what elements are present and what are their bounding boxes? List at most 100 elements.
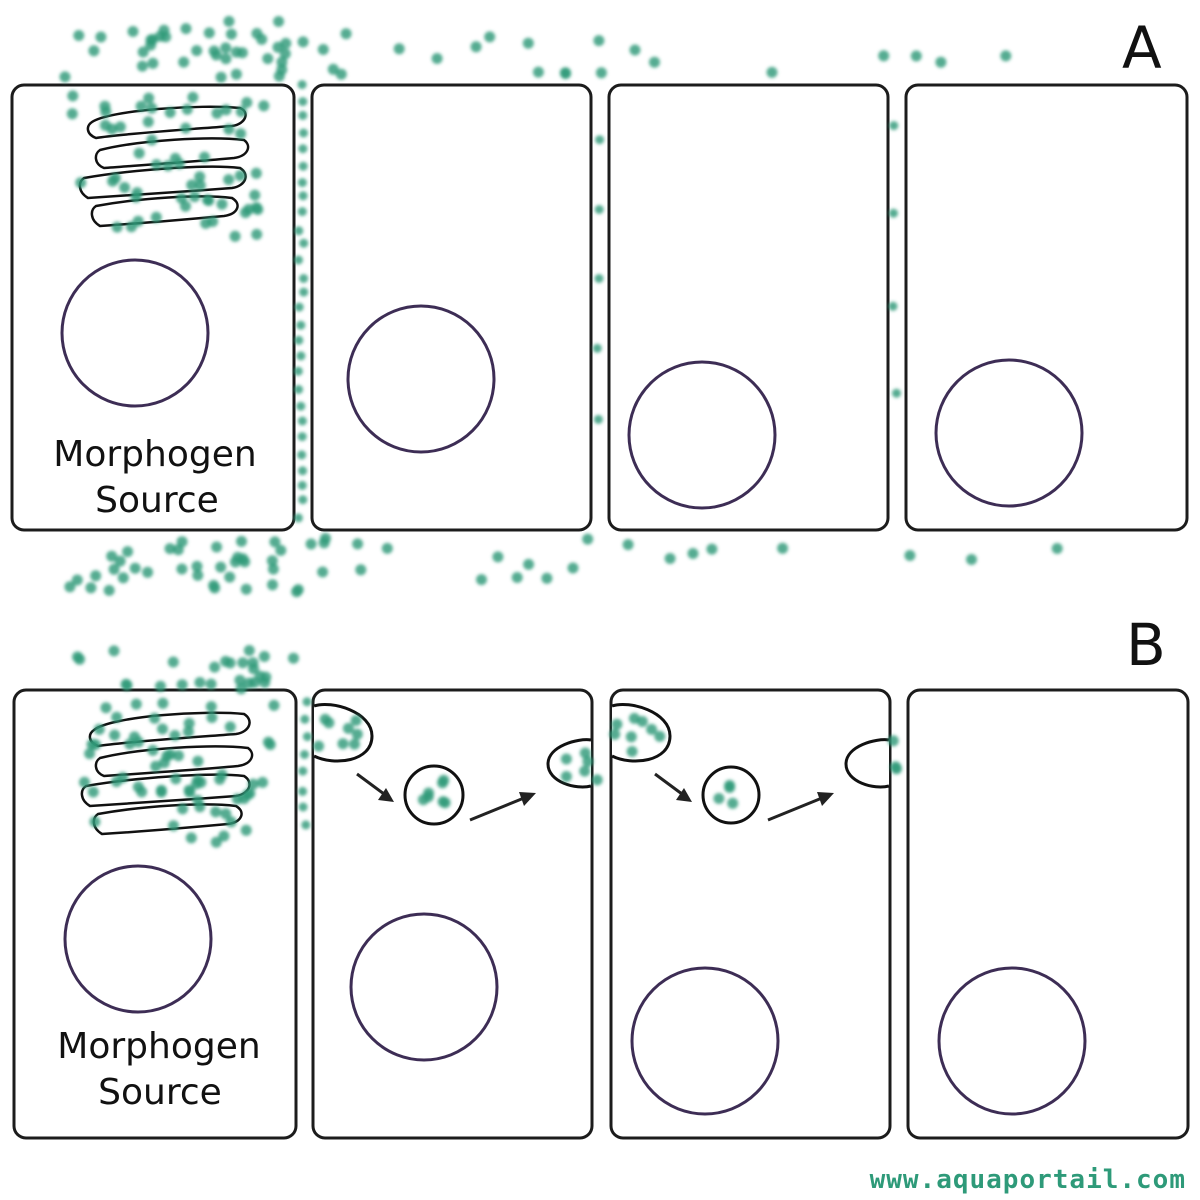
- morphogen-particle: [108, 645, 120, 657]
- morphogen-particle: [337, 738, 349, 750]
- vesicle-b2: [403, 764, 465, 826]
- morphogen-particle: [579, 747, 591, 759]
- morphogen-particle: [327, 63, 339, 75]
- morphogen-particle: [236, 47, 248, 59]
- morphogen-particle: [180, 200, 191, 212]
- morphogen-particle: [560, 68, 572, 80]
- arrow-b3-in: [654, 772, 683, 796]
- morphogen-particle: [67, 90, 79, 102]
- morphogen-particle: [275, 544, 287, 556]
- morphogen-particles-b: [72, 645, 902, 848]
- morphogen-particle: [142, 116, 154, 128]
- morphogen-particle: [172, 544, 184, 556]
- morphogen-particle: [114, 555, 126, 567]
- morphogen-particle: [511, 572, 523, 583]
- morphogen-particle: [194, 677, 206, 688]
- morphogen-particle: [241, 97, 253, 108]
- morphogen-particle: [135, 100, 147, 112]
- morphogen-particle: [210, 806, 222, 818]
- morphogen-particle: [124, 738, 136, 750]
- morphogen-particle: [249, 189, 261, 201]
- morphogen-particle: [350, 715, 362, 726]
- morphogen-particle: [258, 100, 270, 112]
- morphogen-particle: [611, 718, 623, 730]
- morphogen-particle: [130, 191, 142, 203]
- morphogen-particle: [777, 542, 789, 554]
- morphogen-particle: [225, 816, 237, 828]
- morphogen-particle: [210, 836, 222, 848]
- morphogen-particle: [240, 824, 252, 836]
- morphogen-particle: [151, 159, 162, 171]
- morphogen-particle: [234, 170, 246, 182]
- morphogen-particle: [183, 717, 195, 729]
- morphogen-particle: [595, 135, 605, 145]
- transport-arrows: [356, 772, 834, 822]
- morphogen-particle: [935, 56, 947, 68]
- morphogen-particle: [189, 191, 201, 203]
- morphogen-particle: [299, 128, 308, 138]
- morphogen-particle: [904, 550, 916, 561]
- morphogen-particle: [269, 536, 281, 548]
- morphogen-particle: [103, 584, 115, 596]
- morphogen-particle: [267, 563, 279, 575]
- morphogen-particle: [127, 26, 139, 37]
- source-label-line2-a: Source: [95, 480, 219, 521]
- morphogen-particle: [225, 28, 237, 40]
- morphogen-particle: [150, 211, 162, 223]
- morphogen-particle: [199, 151, 210, 163]
- morphogen-particle: [164, 107, 176, 118]
- morphogen-particle: [73, 30, 85, 41]
- morphogen-particle: [117, 772, 129, 783]
- morphogen-particle: [591, 774, 603, 786]
- morphogen-particle: [560, 753, 572, 765]
- cell-b1-source: [12, 688, 298, 1140]
- morphogen-particle: [136, 786, 148, 798]
- panel-a: A Morphogen Source: [10, 14, 1189, 598]
- morphogen-particle: [185, 832, 197, 844]
- morphogen-particle: [629, 44, 641, 56]
- morphogen-particle: [95, 31, 107, 43]
- morphogen-particle: [191, 560, 203, 572]
- nucleus-b1: [63, 864, 213, 1014]
- morphogen-particle: [523, 558, 535, 570]
- morphogen-particle: [298, 766, 308, 776]
- morphogen-particle: [223, 174, 235, 186]
- nucleus-b4: [937, 966, 1087, 1116]
- morphogen-particle: [470, 41, 482, 53]
- morphogen-particle: [133, 147, 145, 159]
- morphogen-particle: [262, 53, 274, 65]
- morphogen-particle: [294, 226, 304, 236]
- morphogen-particle: [202, 194, 214, 206]
- morphogen-particle: [251, 228, 263, 240]
- morphogen-particle: [89, 816, 101, 828]
- morphogen-particle: [64, 581, 76, 593]
- morphogen-particle: [109, 172, 121, 184]
- morphogen-particle: [302, 697, 312, 707]
- morphogen-particle: [88, 45, 100, 57]
- morphogen-particle: [180, 122, 192, 134]
- morphogen-particle: [200, 217, 212, 229]
- morphogen-particle: [220, 42, 232, 54]
- morphogen-particle: [476, 574, 487, 586]
- morphogen-particle: [136, 60, 148, 72]
- morphogen-particle: [164, 749, 176, 760]
- morphogen-particle: [706, 543, 718, 555]
- morphogen-particle: [484, 31, 496, 43]
- pit-b3-exit: [844, 738, 890, 789]
- morphogen-particle: [129, 562, 141, 574]
- morphogen-particle: [117, 572, 129, 584]
- morphogen-particle: [582, 756, 594, 767]
- morphogen-particle: [381, 542, 393, 554]
- morphogen-particle: [71, 574, 83, 586]
- morphogen-particle: [173, 750, 184, 762]
- morphogen-particle: [593, 414, 603, 424]
- morphogen-particle: [319, 713, 331, 725]
- morphogen-particle: [229, 230, 241, 242]
- morphogen-particle: [109, 729, 121, 741]
- morphogen-particle: [889, 121, 899, 131]
- morphogen-particle: [216, 769, 228, 781]
- nucleus-a2: [346, 304, 496, 454]
- morphogen-particle: [299, 287, 309, 297]
- nucleus-a4: [934, 358, 1084, 508]
